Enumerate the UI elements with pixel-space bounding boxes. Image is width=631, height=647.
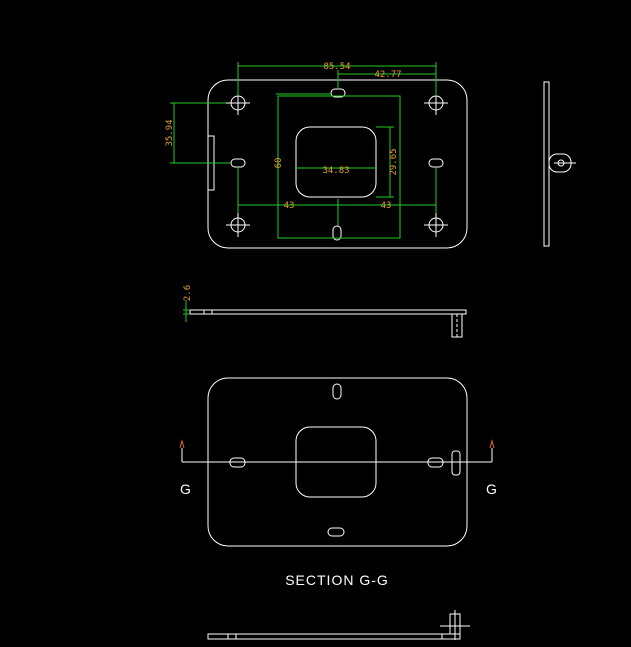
dimension-labels: 85.54 42.77 35.94 60 34.83 29.65 43 43 2… bbox=[165, 62, 402, 301]
right-side-view bbox=[543, 81, 576, 247]
section-tag-right: G bbox=[486, 481, 498, 497]
section-tag-left: G bbox=[180, 481, 192, 497]
section-labels: G G SECTION G-G bbox=[180, 481, 498, 588]
section-plan-view bbox=[179, 377, 495, 547]
slot-bottom-center bbox=[332, 225, 342, 241]
corner-hole-bottom-right bbox=[424, 213, 448, 237]
dim-right-43: 43 bbox=[381, 201, 392, 211]
top-window-cutout bbox=[295, 126, 377, 198]
dim-vertical-60: 60 bbox=[274, 158, 284, 169]
slot-left-middle bbox=[230, 158, 246, 168]
dim-thickness: 2.6 bbox=[183, 285, 193, 301]
dim-overall-hole-span: 85.54 bbox=[323, 62, 350, 72]
dim-left-43: 43 bbox=[284, 201, 295, 211]
front-edge-view bbox=[183, 300, 467, 338]
section-caption: SECTION G-G bbox=[285, 572, 389, 588]
dim-half-span: 42.77 bbox=[374, 70, 401, 80]
top-view-dimension-lines bbox=[170, 62, 437, 239]
corner-hole-bottom-left bbox=[226, 213, 250, 237]
dim-window-height: 29.65 bbox=[389, 148, 399, 175]
slot-right-middle bbox=[428, 158, 444, 168]
dim-left-vertical: 35.94 bbox=[165, 119, 175, 146]
section-edge-view bbox=[207, 610, 470, 640]
dim-window-width: 34.83 bbox=[322, 166, 349, 176]
